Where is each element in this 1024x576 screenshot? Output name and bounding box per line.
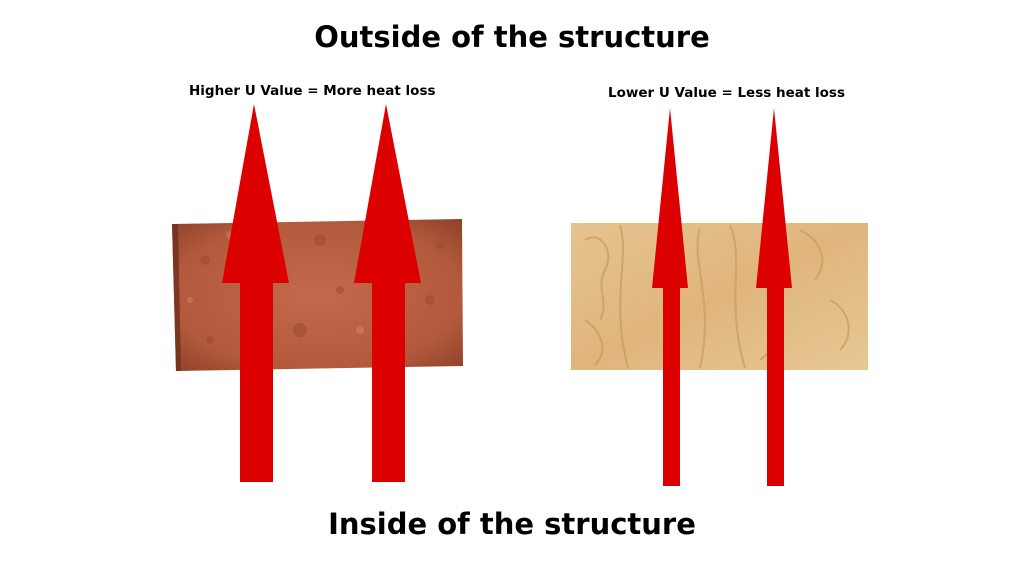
lower-u-value-label: Lower U Value = Less heat loss: [608, 85, 845, 101]
heat-loss-arrow-1: [222, 104, 289, 482]
brick-image: [172, 219, 463, 371]
heat-loss-arrow-3: [652, 108, 688, 486]
outside-title: Outside of the structure: [314, 20, 710, 54]
wood-image: [571, 223, 868, 370]
heat-loss-arrow-4: [756, 108, 792, 486]
heat-loss-arrow-2: [354, 104, 421, 482]
higher-u-value-label: Higher U Value = More heat loss: [189, 83, 436, 99]
inside-title: Inside of the structure: [328, 507, 696, 541]
